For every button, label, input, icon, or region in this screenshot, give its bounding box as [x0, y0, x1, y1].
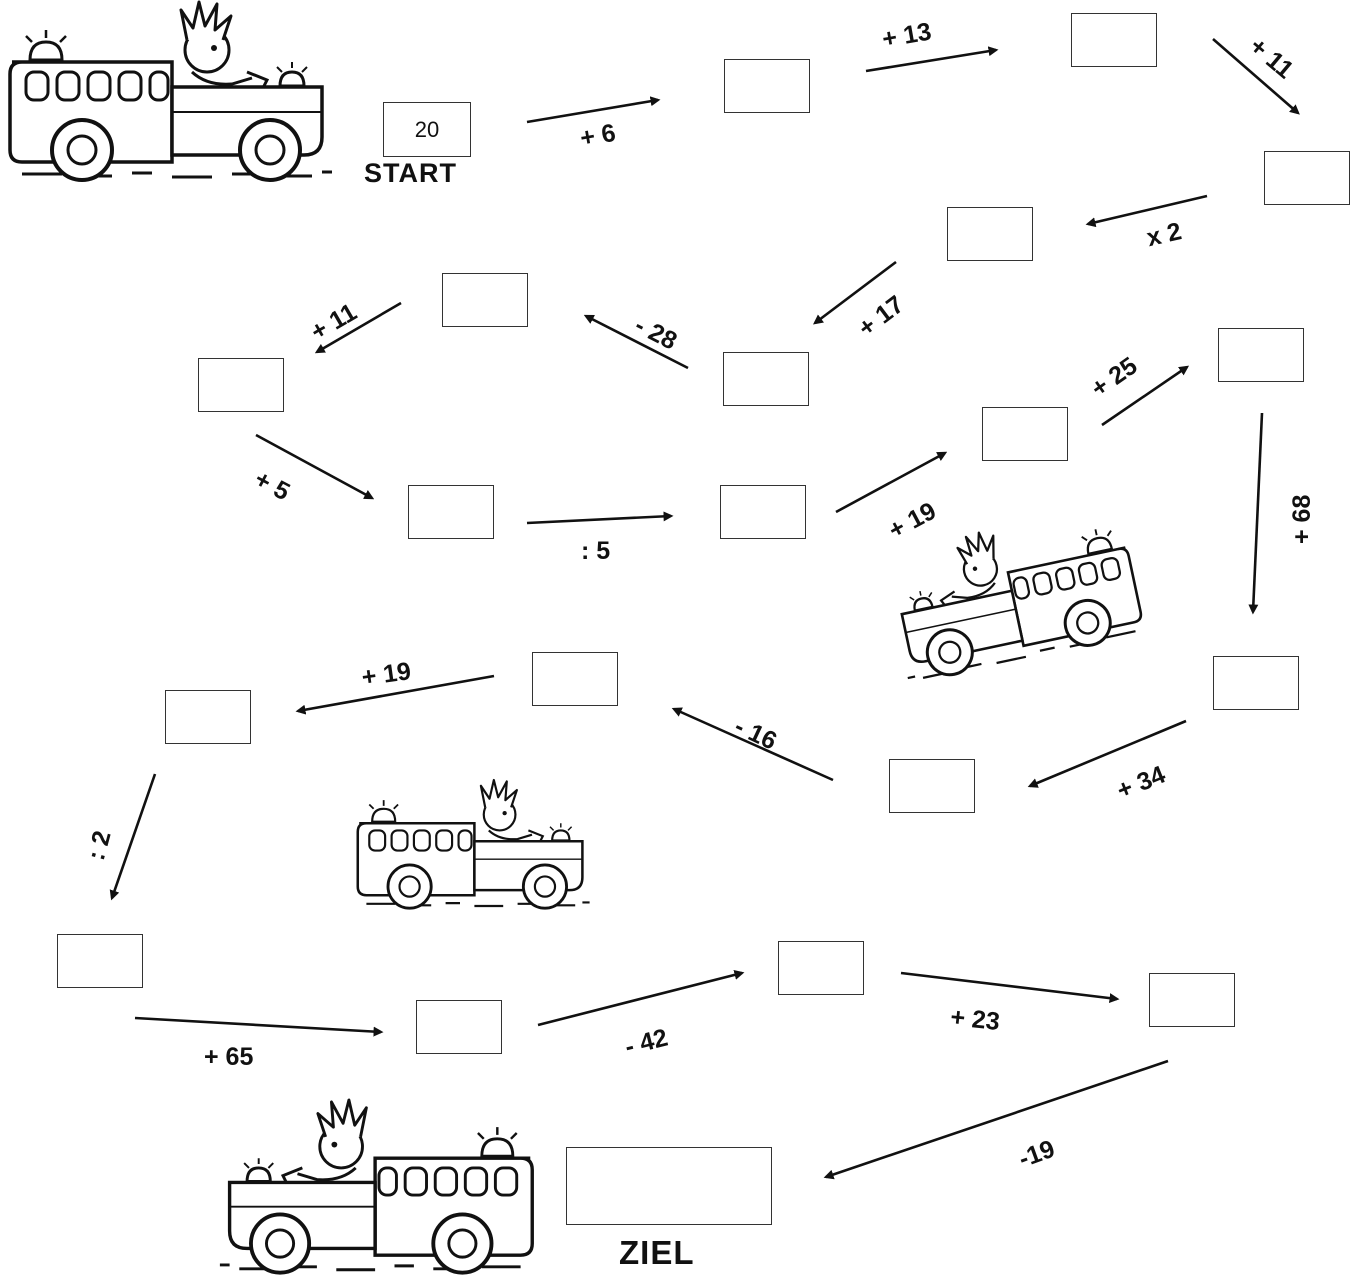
answer-box[interactable]	[532, 652, 618, 706]
answer-box[interactable]	[724, 59, 810, 113]
answer-box[interactable]	[720, 485, 806, 539]
operation-label: : 5	[581, 537, 610, 566]
answer-box[interactable]	[947, 207, 1033, 261]
answer-box[interactable]	[408, 485, 494, 539]
answer-box[interactable]	[442, 273, 528, 327]
arrow-icon	[527, 516, 671, 523]
answer-box[interactable]	[778, 941, 864, 995]
answer-box[interactable]	[416, 1000, 502, 1054]
answer-box[interactable]	[1071, 13, 1157, 67]
answer-box[interactable]	[1218, 328, 1304, 382]
fire-truck-icon	[358, 780, 590, 908]
goal-label: ZIEL	[619, 1234, 695, 1272]
answer-box[interactable]	[723, 352, 809, 406]
arrow-icon	[527, 100, 658, 122]
answer-box[interactable]	[1149, 973, 1235, 1027]
start-box[interactable]: 20	[383, 102, 471, 157]
answer-box[interactable]	[889, 759, 975, 813]
arrow-icon	[112, 774, 155, 898]
arrow-icon	[1088, 196, 1207, 224]
operation-label: + 6	[578, 119, 618, 154]
arrow-icon	[135, 1018, 381, 1032]
operation-label: + 68	[1288, 495, 1317, 544]
answer-box[interactable]	[57, 934, 143, 988]
arrow-icon	[826, 1061, 1168, 1177]
answer-box[interactable]	[198, 358, 284, 412]
fire-truck-icon	[10, 2, 332, 180]
start-value: 20	[415, 117, 439, 143]
operation-label: + 23	[949, 1003, 1001, 1037]
arrow-icon	[538, 973, 742, 1025]
operation-label: + 65	[204, 1043, 253, 1072]
start-label: START	[364, 158, 457, 189]
arrow-icon	[901, 973, 1117, 999]
answer-box[interactable]	[1213, 656, 1299, 710]
answer-box[interactable]	[165, 690, 251, 744]
answer-box[interactable]	[1264, 151, 1350, 205]
answer-box[interactable]	[982, 407, 1068, 461]
goal-box[interactable]	[566, 1147, 772, 1225]
arrow-icon	[1253, 413, 1262, 612]
fire-truck-icon	[220, 1100, 532, 1273]
